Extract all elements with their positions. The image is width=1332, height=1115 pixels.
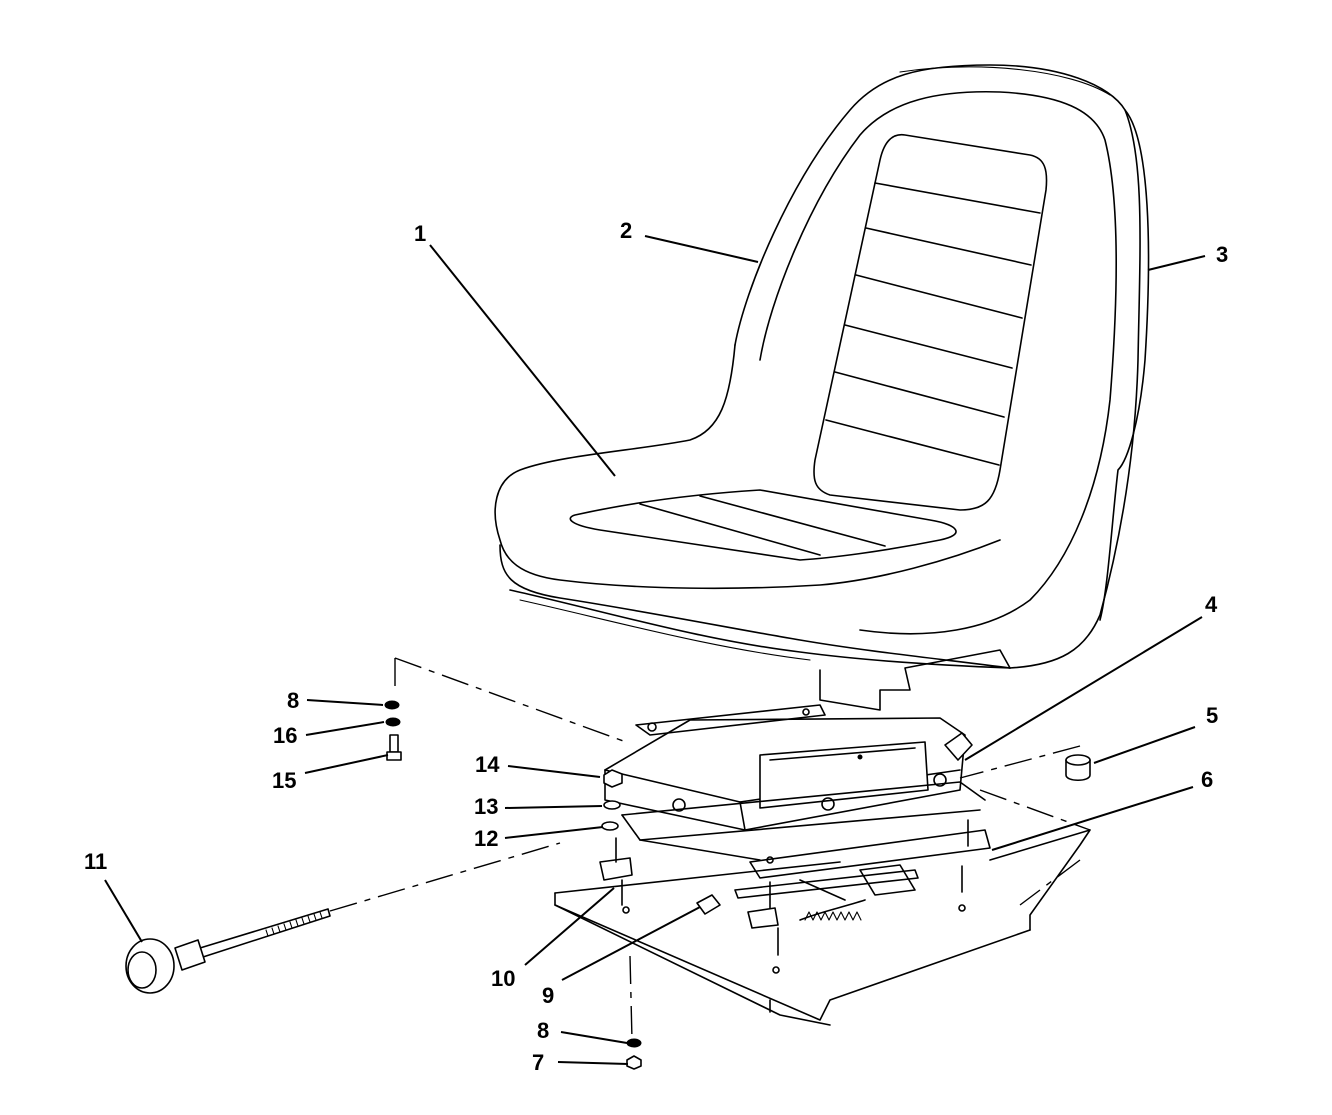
callout-16: 16 — [273, 723, 297, 748]
adjuster-knob-rod — [125, 908, 331, 994]
callout-8-bottom: 8 — [537, 1018, 549, 1043]
washer — [601, 821, 619, 831]
callout-12: 12 — [474, 826, 498, 851]
lock-washer — [385, 717, 401, 727]
seat-back-outline — [734, 64, 1141, 669]
base-plate — [554, 829, 1091, 1026]
seat-cushion-insert — [569, 489, 957, 561]
seat-assembly — [494, 64, 1150, 711]
seat-clip — [944, 732, 973, 761]
washer — [384, 700, 400, 710]
alignment-lines — [329, 657, 1091, 1041]
callout-2: 2 — [620, 218, 632, 243]
callout-labels: 1 2 3 4 5 6 7 8 8 9 10 11 12 13 14 15 16 — [84, 218, 1228, 1075]
callout-1: 1 — [414, 221, 426, 246]
washer — [626, 1038, 642, 1048]
leader-lines — [104, 235, 1206, 1065]
callout-14: 14 — [475, 752, 500, 777]
slide-rail-bracket — [759, 741, 929, 809]
nut — [626, 1055, 642, 1070]
callout-8-left: 8 — [287, 688, 299, 713]
callout-4: 4 — [1205, 592, 1218, 617]
callout-9: 9 — [542, 983, 554, 1008]
seat-cushion-outline — [494, 344, 1001, 590]
bushing — [696, 894, 721, 915]
nut — [603, 769, 623, 788]
seat-cushion-lower-edge — [499, 544, 1011, 669]
callout-10: 10 — [491, 966, 515, 991]
washer — [603, 800, 621, 810]
callout-3: 3 — [1216, 242, 1228, 267]
callout-15: 15 — [272, 768, 296, 793]
bottom-hardware — [626, 1038, 642, 1070]
bumper — [1065, 754, 1091, 782]
seat-back-insert — [813, 133, 1048, 511]
left-hardware — [384, 700, 402, 761]
callout-13: 13 — [474, 794, 498, 819]
callout-6: 6 — [1201, 767, 1213, 792]
callout-11: 11 — [84, 849, 107, 874]
callout-5: 5 — [1206, 703, 1218, 728]
seat-slide-assembly — [599, 704, 991, 956]
seat-back-side-panel — [1099, 109, 1150, 621]
seat-back-inner-rim — [759, 90, 1117, 635]
bolt — [389, 734, 399, 753]
spring — [804, 911, 862, 921]
callout-7: 7 — [532, 1050, 544, 1075]
